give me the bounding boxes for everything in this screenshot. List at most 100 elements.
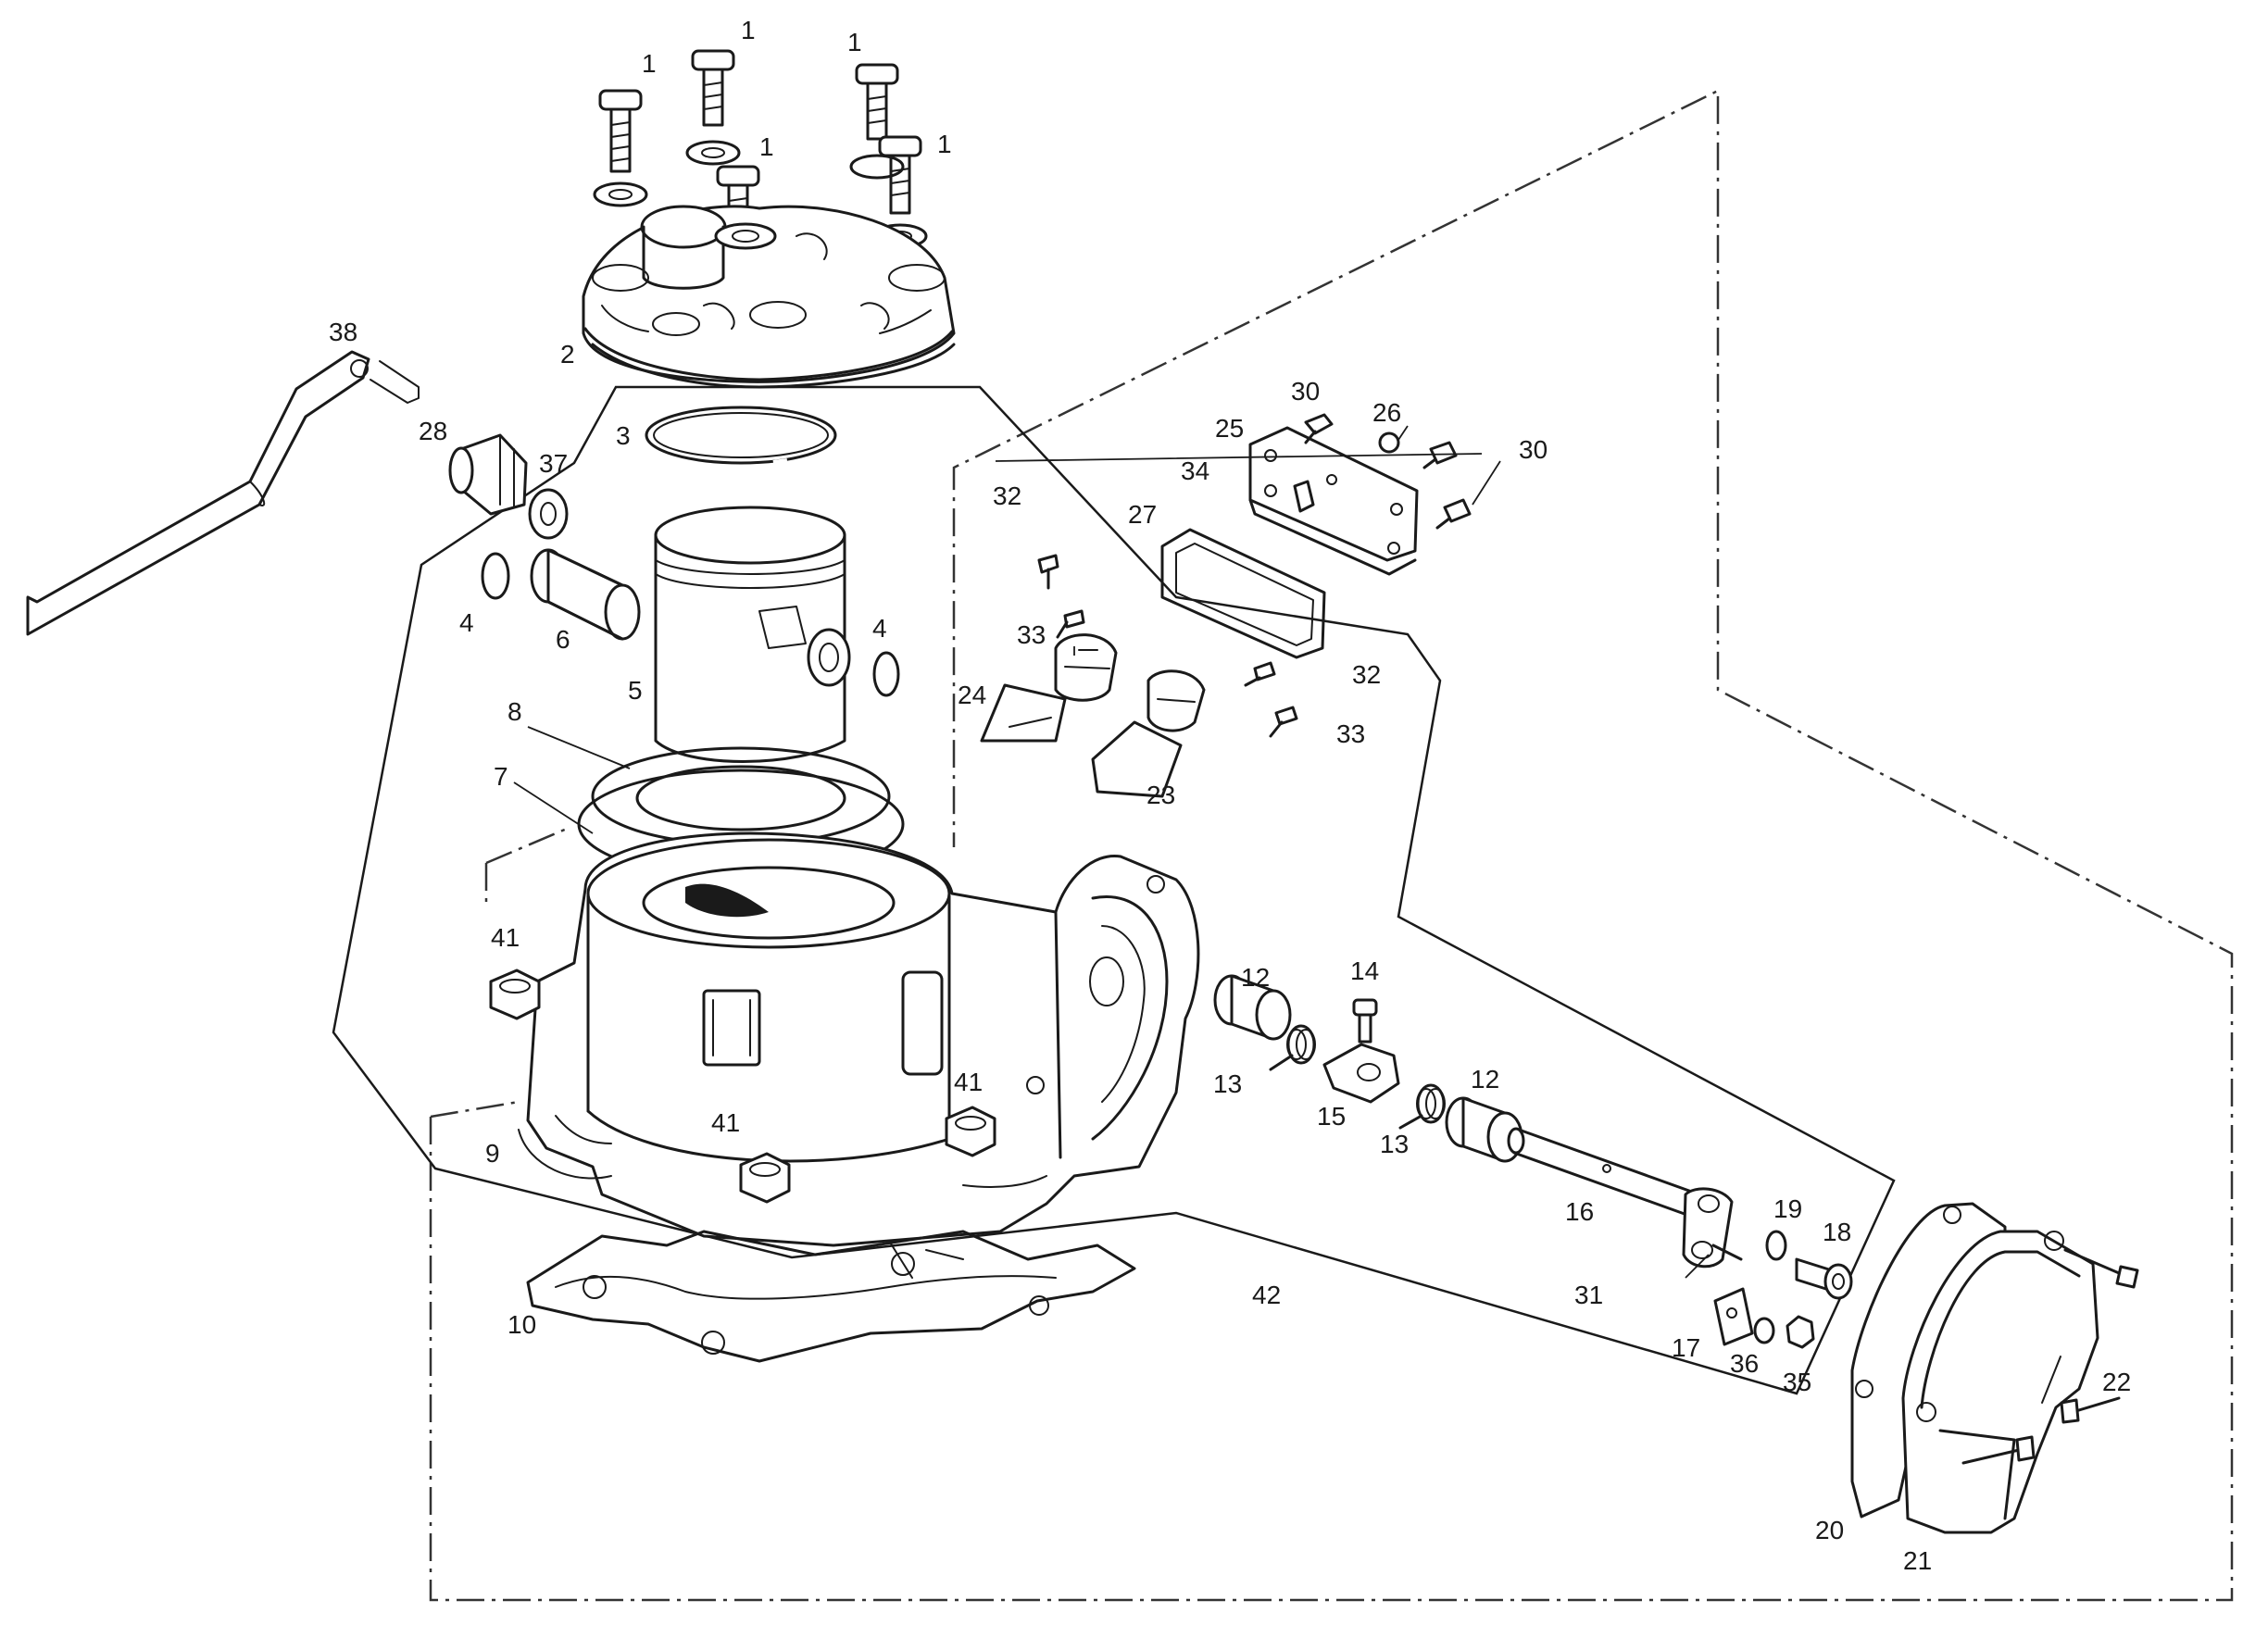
valve-fitting — [448, 433, 528, 516]
side-cover-screw-b — [1961, 1435, 2036, 1465]
part-labels: 1 1 1 1 1 2 3 4 4 5 6 7 8 9 10 12 12 13 … — [329, 16, 2131, 1575]
label-p25: 25 — [1215, 414, 1244, 443]
label-p26: 26 — [1372, 398, 1401, 427]
valve-cover-gasket — [1160, 528, 1326, 659]
label-p34: 34 — [1181, 456, 1209, 485]
assembly-boundary-dashed — [429, 88, 2234, 1602]
piston-pin — [530, 548, 641, 641]
label-p41b: 41 — [711, 1108, 740, 1137]
valve-cover-plug — [1293, 480, 1315, 513]
reed-valve-24 — [980, 633, 1118, 743]
label-p41c: 41 — [954, 1068, 983, 1096]
head-bolt-1c — [849, 63, 905, 180]
valve-lever-31 — [1682, 1187, 1743, 1269]
label-p10: 10 — [507, 1310, 536, 1339]
label-p19: 19 — [1773, 1194, 1802, 1223]
valve-cover-plate — [1248, 426, 1419, 576]
label-p33a: 33 — [1017, 620, 1046, 649]
valve-screw-14 — [1352, 998, 1378, 1044]
label-p7: 7 — [494, 762, 508, 791]
label-p37: 37 — [539, 449, 568, 478]
cover-screw-30a — [1304, 413, 1334, 444]
label-p30b: 30 — [1519, 435, 1548, 464]
label-p30a: 30 — [1291, 377, 1320, 406]
valve-bushing-12a — [1213, 974, 1292, 1041]
label-p17: 17 — [1672, 1333, 1700, 1362]
cylinder-base-gasket — [526, 1230, 1136, 1363]
label-p27: 27 — [1128, 500, 1157, 529]
valve-bracket-17 — [1713, 1287, 1754, 1346]
valve-nut-35 — [1786, 1315, 1815, 1349]
label-p6: 6 — [556, 625, 570, 654]
label-p36: 36 — [1730, 1349, 1759, 1378]
label-p31: 31 — [1574, 1281, 1603, 1309]
cylinder-nut-right — [945, 1106, 996, 1157]
reed-valve-23 — [1091, 669, 1206, 798]
exhaust-valve-lever — [26, 350, 420, 636]
valve-washer-19 — [1765, 1230, 1787, 1261]
leader-lines — [513, 425, 1710, 1279]
cover-screw-30b — [1422, 441, 1458, 469]
label-p20: 20 — [1815, 1516, 1844, 1544]
cylinder-stud-dashed-link — [430, 827, 568, 1119]
label-p3: 3 — [616, 421, 631, 450]
label-p2: 2 — [560, 340, 575, 369]
label-p35: 35 — [1783, 1368, 1811, 1396]
valve-washer-36 — [1753, 1317, 1775, 1344]
valve-washer — [528, 488, 569, 540]
label-p13a: 13 — [1213, 1069, 1242, 1098]
label-p23: 23 — [1147, 781, 1175, 809]
valve-spring-13a — [1269, 1024, 1316, 1071]
label-p33b: 33 — [1336, 719, 1365, 748]
label-p8: 8 — [507, 697, 522, 726]
cylinder-group-outline — [332, 385, 1896, 1395]
label-p4b: 4 — [872, 614, 887, 643]
label-p22: 22 — [2102, 1368, 2131, 1396]
label-p21: 21 — [1903, 1546, 1932, 1575]
label-p38: 38 — [329, 318, 357, 346]
label-p5: 5 — [628, 676, 643, 705]
head-bolt-1a — [593, 89, 648, 207]
label-p1c: 1 — [847, 28, 862, 56]
valve-spring-13b — [1398, 1083, 1446, 1130]
label-p14: 14 — [1350, 956, 1379, 985]
label-p12b: 12 — [1471, 1065, 1499, 1094]
label-p1a: 1 — [642, 49, 657, 78]
label-p1d: 1 — [759, 132, 774, 161]
label-p1b: 1 — [741, 16, 756, 44]
label-p15: 15 — [1317, 1102, 1346, 1131]
label-p42: 42 — [1252, 1281, 1281, 1309]
label-p24: 24 — [958, 681, 986, 709]
label-p41a: 41 — [491, 923, 520, 952]
label-p18: 18 — [1823, 1218, 1851, 1246]
label-p16: 16 — [1565, 1197, 1594, 1226]
cover-screw-30c — [1435, 498, 1472, 530]
reed-screw-32a — [1037, 554, 1059, 590]
label-p9: 9 — [485, 1139, 500, 1168]
cylinder — [518, 831, 1200, 1247]
label-p28: 28 — [419, 417, 447, 445]
piston-pin-clip-right — [872, 651, 900, 697]
side-cover-screw-22 — [2060, 1396, 2121, 1424]
label-p13b: 13 — [1380, 1130, 1409, 1158]
side-cover-21 — [1901, 1230, 2099, 1534]
valve-bolt-18 — [1795, 1257, 1853, 1300]
cover-screw-26 — [1378, 431, 1400, 454]
valve-bushing-12b — [1445, 1096, 1523, 1163]
cylinder-nut-center — [739, 1152, 791, 1204]
reed-screw-33b — [1269, 706, 1298, 738]
reed-screw-32b — [1244, 661, 1276, 687]
head-bolt-1b — [685, 49, 741, 166]
cylinder-head — [582, 205, 956, 389]
label-p32b: 32 — [1352, 660, 1381, 689]
side-cover-screw-a — [2063, 1248, 2139, 1289]
reed-screw-33a — [1056, 609, 1085, 639]
cylinder-nut-left — [489, 969, 541, 1020]
label-p1e: 1 — [937, 130, 952, 158]
valve-shaft-16 — [1507, 1127, 1701, 1219]
label-p12a: 12 — [1241, 963, 1270, 992]
label-p32a: 32 — [993, 481, 1021, 510]
piston-ring — [645, 406, 837, 466]
